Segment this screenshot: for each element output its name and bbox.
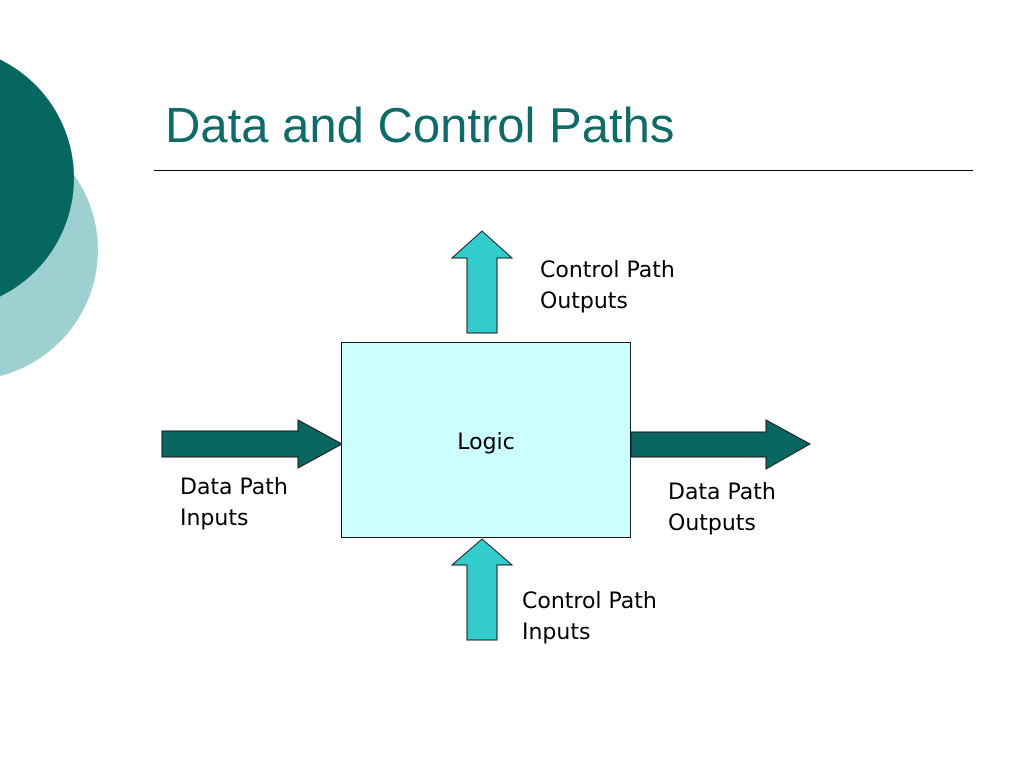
- data-path-outputs-line2: Outputs: [668, 511, 756, 536]
- control-path-input-arrow: [450, 538, 514, 641]
- data-path-output-arrow: [630, 419, 812, 470]
- decorative-circles: [0, 59, 98, 376]
- control-path-inputs-line2: Inputs: [522, 620, 591, 645]
- data-path-inputs-line2: Inputs: [180, 506, 249, 531]
- logic-label: Logic: [457, 430, 515, 455]
- control-path-outputs-line2: Outputs: [540, 289, 628, 314]
- data-path-inputs-line1: Data Path: [180, 475, 288, 500]
- decorative-circle-dark: [0, 59, 74, 297]
- control-path-output-arrow: [450, 230, 514, 334]
- data-path-outputs-line1: Data Path: [668, 480, 776, 505]
- control-path-outputs-label: Control Path Outputs: [540, 255, 675, 317]
- data-path-input-arrow: [161, 419, 344, 469]
- title-divider: [154, 170, 973, 171]
- data-path-outputs-label: Data Path Outputs: [668, 477, 776, 539]
- control-path-inputs-line1: Control Path: [522, 589, 657, 614]
- slide-title: Data and Control Paths: [165, 99, 675, 153]
- control-path-inputs-label: Control Path Inputs: [522, 586, 657, 648]
- logic-block: Logic: [341, 342, 631, 538]
- control-path-outputs-line1: Control Path: [540, 258, 675, 283]
- data-path-inputs-label: Data Path Inputs: [180, 472, 288, 534]
